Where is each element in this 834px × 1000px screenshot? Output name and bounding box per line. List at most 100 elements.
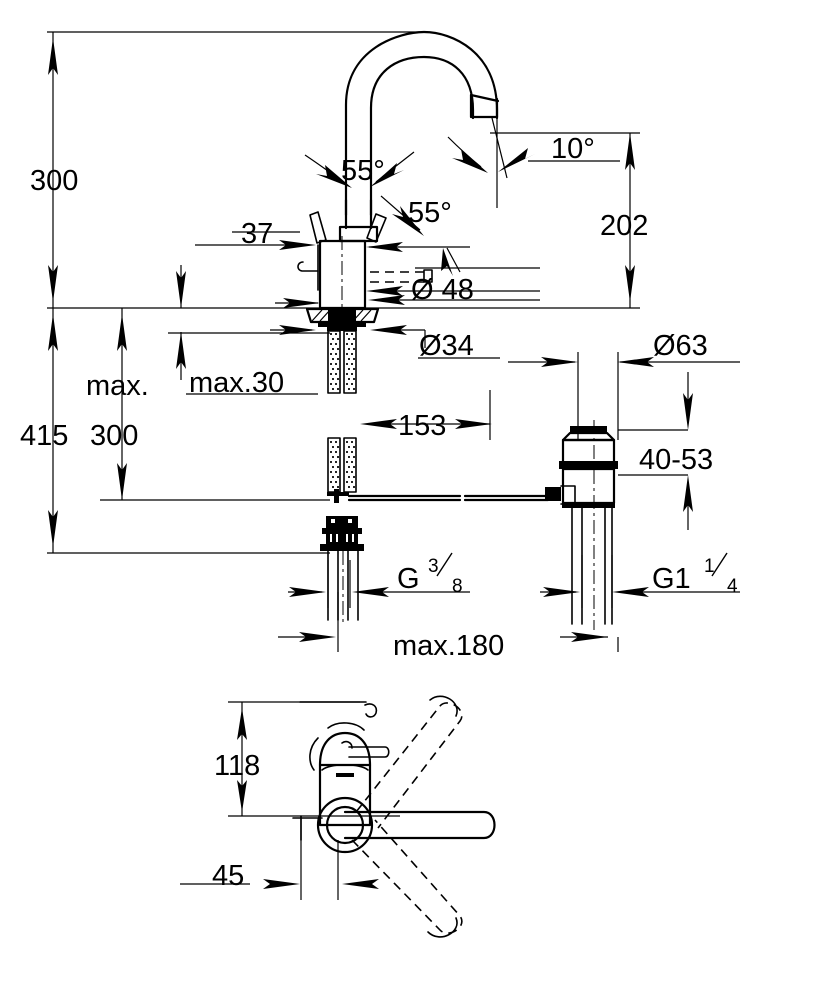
arrow-153-left: [360, 419, 397, 429]
dimension-lines-group: [47, 31, 740, 652]
arrow-d48-lower-right: [366, 286, 403, 296]
arrow-37: [279, 240, 316, 250]
plan-collar-inner: [325, 805, 365, 845]
arrow-up-202: [625, 133, 635, 170]
lever-handle: [366, 213, 387, 243]
arrow-d48-leader: [441, 248, 453, 276]
label-overall-height: 300: [30, 165, 78, 197]
plan-pin: [348, 746, 390, 758]
label-waste-thread-group: G1 1 4: [652, 552, 738, 597]
lever-handle-ghost-tip: [297, 261, 319, 272]
supply-connector-block: [320, 516, 364, 551]
threaded-shank-lower: [327, 437, 357, 493]
arrow-118-up: [237, 708, 247, 740]
arrow-down-max300: [117, 463, 127, 500]
plan-body-notch: [336, 773, 354, 777]
plan-back-arc: [309, 737, 319, 771]
label-body-diameter: Ø 48: [411, 274, 474, 306]
arrow-4053-up: [683, 475, 693, 512]
arrow-45-right: [342, 879, 379, 889]
plan-top-hook: [364, 703, 378, 718]
plan-collar-outer: [316, 796, 374, 854]
plan-body-shoulder: [321, 763, 369, 771]
lever-ref-tip: [423, 269, 433, 283]
label-shank-diameter: Ø34: [419, 330, 474, 362]
arrow-g38-right: [352, 587, 389, 597]
arrow-d63-right: [617, 357, 654, 367]
arrow-55-lower: [392, 206, 424, 236]
cartridge-cap: [338, 225, 379, 243]
arrow-d48-bar-right: [368, 295, 405, 305]
threaded-shank-upper: [327, 330, 357, 394]
arrow-118-down: [237, 780, 247, 812]
deck-washer-2: [327, 327, 357, 331]
label-basin-thickness: 40-53: [639, 444, 713, 476]
dimension-text-group: 300 415 max. 300 max.30 37 55° 55° 10° 2…: [20, 133, 738, 892]
plan-body-dome: [318, 731, 372, 767]
arrow-10deg-left: [452, 149, 488, 173]
arrow-down-300: [48, 265, 58, 302]
arrow-153-right: [455, 419, 492, 429]
label-lift-angle: 10°: [551, 133, 595, 165]
label-plan-offset: 45: [212, 860, 244, 892]
label-supply-thread-denominator: 8: [452, 576, 463, 597]
plan-top-arc: [327, 722, 365, 731]
label-shank-length: 153: [398, 410, 446, 442]
fraction-bar-supply: [436, 552, 453, 577]
arrow-up-max30-lower: [176, 332, 186, 369]
label-swivel-right: 55°: [408, 197, 452, 229]
waste-body-upper: [561, 438, 616, 466]
leader-d48-tick: [446, 247, 461, 273]
arrow-d48-left: [283, 298, 320, 308]
label-supply-thread-numerator: 3: [428, 556, 439, 577]
plan-lever-ghost-down: [351, 819, 463, 934]
arrow-down-415: [48, 510, 58, 547]
plan-lever-ghost-up-cap: [429, 695, 458, 717]
popup-waste-assembly: [545, 420, 618, 630]
arrow-10deg-right: [498, 148, 535, 172]
deck-nut: [328, 309, 356, 323]
label-waste-thread: G1: [652, 563, 691, 595]
label-valve-flange-diameter: Ø63: [653, 330, 708, 362]
plan-lever-ghost-down-cap: [427, 917, 458, 938]
label-hose-max-value: 300: [90, 420, 138, 452]
plan-lever-arm: [343, 810, 496, 840]
label-waste-thread-numerator: 1: [704, 556, 715, 577]
arrow-d48-right: [366, 242, 403, 252]
plan-lever-ghost-up: [355, 702, 463, 829]
deck-washer: [318, 322, 366, 327]
arrow-g114-left: [543, 587, 580, 597]
label-plan-height: 118: [214, 750, 260, 782]
arrow-4053-down: [683, 393, 693, 430]
arrow-d63-left: [541, 357, 578, 367]
label-swivel-left: 55°: [341, 155, 385, 187]
spout-inner-profile: [369, 55, 475, 217]
waste-plug-cap: [570, 426, 607, 433]
label-supply-max-length: max.180: [393, 630, 504, 662]
waste-washer: [559, 461, 618, 469]
arrow-down-202: [625, 265, 635, 302]
arrow-55-right-upper: [370, 163, 404, 187]
plan-pin-root: [341, 740, 353, 749]
arrow-d34-left: [279, 325, 316, 335]
waste-side-nipple: [545, 487, 561, 501]
arrow-45-left: [263, 879, 300, 889]
spout-outer-profile: [344, 30, 499, 217]
popup-rod-collar: [334, 489, 339, 503]
arrow-55-left: [316, 165, 352, 188]
label-supply-thread-group: G 3 8: [397, 552, 463, 597]
ref-line-outlet-tilt: [491, 117, 508, 179]
label-supply-thread: G: [397, 563, 420, 595]
waste-bottom-collar: [562, 503, 615, 508]
handle-side-view-geometry: [180, 695, 496, 938]
label-hose-max-prefix: max.: [86, 370, 149, 402]
arrow-max180-left: [299, 632, 336, 642]
arrow-g114-right: [612, 587, 649, 597]
lever-handle-ghost: [309, 211, 327, 244]
arrow-up-415: [48, 314, 58, 351]
spout-aerator-top: [469, 93, 500, 103]
label-hose-total: 415: [20, 420, 68, 452]
arrow-d34-right: [370, 325, 407, 335]
